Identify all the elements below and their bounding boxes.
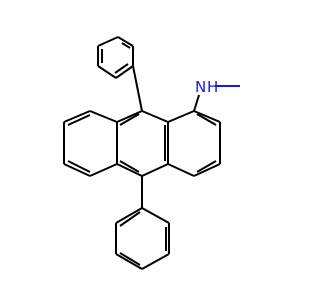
single-bond [115,253,143,270]
single-bond [89,110,118,123]
bond-group [63,36,240,270]
single-bond [117,36,134,47]
aromatic-double-bond-line [119,211,141,227]
aromatic-double-bond-line [114,63,129,74]
aromatic-double-bond-line [121,42,131,49]
single-bond [115,207,143,224]
single-bond [141,163,169,177]
single-bond [63,110,91,123]
single-bond [167,110,195,123]
aromatic-double-bond-line [67,160,91,173]
molecule-structure: N H [63,36,240,270]
single-bond [89,163,118,177]
amine-bond [193,94,200,112]
single-bond [167,163,195,177]
aromatic-double-bond-line [119,160,140,173]
aromatic-double-bond-line [196,160,217,173]
aromatic-double-bond-line [67,114,91,126]
single-bond [193,163,221,177]
aromatic-double-bond-line [119,113,140,126]
single-bond [193,110,221,123]
aromatic-double-bond-line [119,252,141,266]
atom-label-group: N H [195,78,218,96]
single-bond [141,110,169,123]
single-bond [63,163,91,177]
single-bond [115,65,134,79]
nitrogen-atom-label: N [195,78,206,96]
single-bond [97,36,119,47]
single-bond [141,207,170,224]
single-bond [116,110,143,123]
aromatic-double-bond-line [196,113,217,126]
single-bond [97,65,117,79]
structure-canvas: N H [63,36,240,270]
single-bond [141,253,170,270]
nitrogen-hydrogen-label: H [207,78,218,96]
single-bond [132,65,143,112]
single-bond [116,163,143,177]
